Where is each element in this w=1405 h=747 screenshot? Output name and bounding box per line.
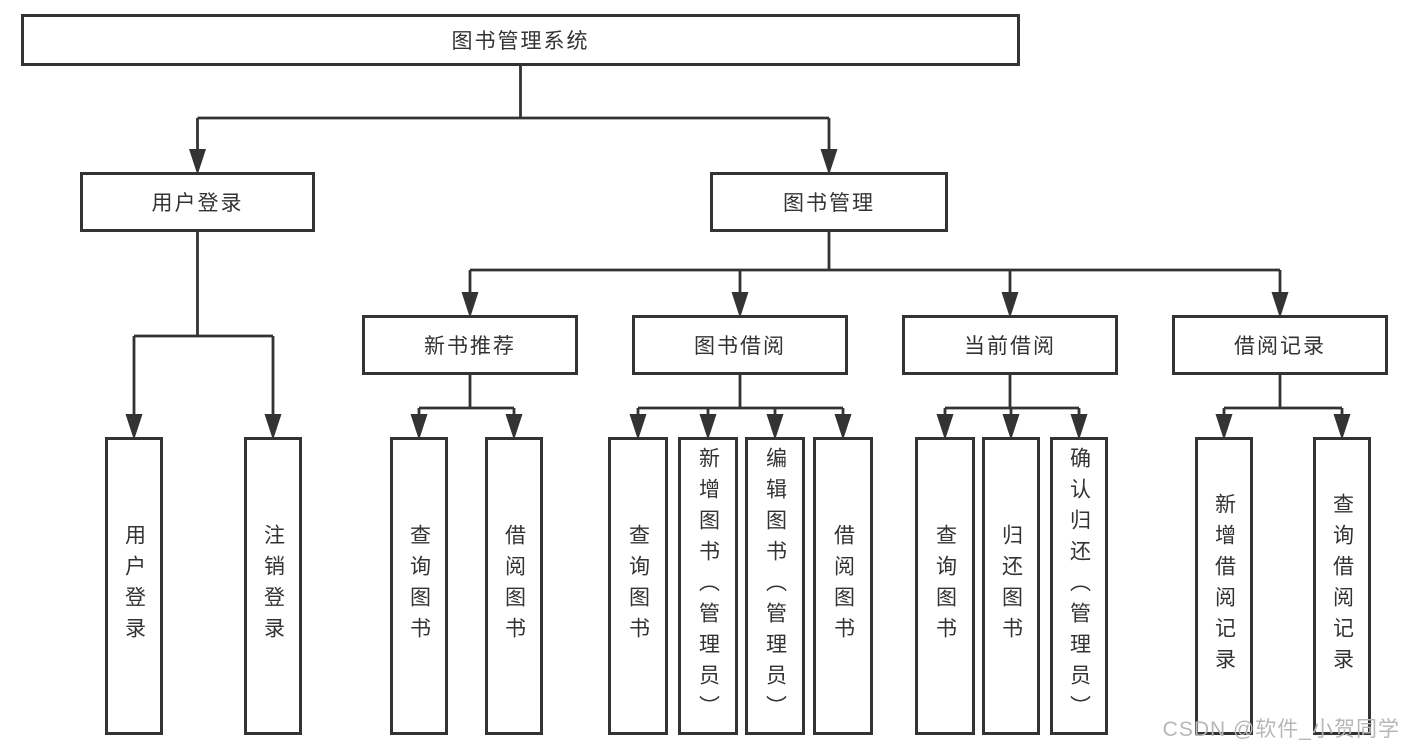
node-user-login: 用户登录: [80, 172, 315, 232]
node-label-new-books: 新书推荐: [424, 335, 516, 358]
node-book-mgmt: 图书管理: [710, 172, 948, 232]
node-root: 图书管理系统: [21, 14, 1020, 66]
node-leaf-bb-query: 查询图书: [608, 437, 668, 735]
node-label-leaf-bb-query: 查询图书: [626, 524, 650, 648]
node-label-leaf-nb-query: 查询图书: [407, 524, 431, 648]
node-leaf-bb-add: 新增图书（管理员）: [678, 437, 738, 735]
node-label-leaf-cb-query: 查询图书: [933, 524, 957, 648]
node-label-leaf-bb-borrow: 借阅图书: [831, 524, 855, 648]
node-label-leaf-cb-return: 归还图书: [999, 524, 1023, 648]
node-borrow-records: 借阅记录: [1172, 315, 1388, 375]
node-leaf-bb-edit: 编辑图书（管理员）: [745, 437, 805, 735]
node-leaf-user-login: 用户登录: [105, 437, 163, 735]
node-label-current-borrow: 当前借阅: [964, 335, 1056, 358]
node-leaf-logout: 注销登录: [244, 437, 302, 735]
node-label-root: 图书管理系统: [451, 30, 590, 53]
node-label-leaf-br-query: 查询借阅记录: [1330, 493, 1354, 679]
node-leaf-cb-return: 归还图书: [982, 437, 1040, 735]
node-leaf-br-add: 新增借阅记录: [1195, 437, 1253, 735]
node-leaf-cb-query: 查询图书: [915, 437, 975, 735]
node-current-borrow: 当前借阅: [902, 315, 1118, 375]
node-leaf-nb-query: 查询图书: [390, 437, 448, 735]
node-label-leaf-bb-add: 新增图书（管理员）: [696, 446, 720, 726]
node-leaf-nb-borrow: 借阅图书: [485, 437, 543, 735]
node-label-book-borrow: 图书借阅: [694, 335, 786, 358]
node-label-borrow-records: 借阅记录: [1234, 335, 1326, 358]
node-label-leaf-cb-confirm: 确认归还（管理员）: [1067, 446, 1091, 726]
node-new-books: 新书推荐: [362, 315, 578, 375]
node-leaf-bb-borrow: 借阅图书: [813, 437, 873, 735]
node-label-leaf-nb-borrow: 借阅图书: [502, 524, 526, 648]
node-label-book-mgmt: 图书管理: [783, 192, 875, 215]
node-label-leaf-bb-edit: 编辑图书（管理员）: [763, 446, 787, 726]
node-label-leaf-logout: 注销登录: [261, 524, 285, 648]
watermark: CSDN @软件_小贺同学: [1162, 718, 1400, 741]
node-label-user-login: 用户登录: [151, 192, 244, 215]
node-leaf-cb-confirm: 确认归还（管理员）: [1050, 437, 1108, 735]
node-book-borrow: 图书借阅: [632, 315, 848, 375]
node-leaf-br-query: 查询借阅记录: [1313, 437, 1371, 735]
node-label-leaf-user-login: 用户登录: [122, 524, 146, 648]
node-label-leaf-br-add: 新增借阅记录: [1212, 493, 1236, 679]
